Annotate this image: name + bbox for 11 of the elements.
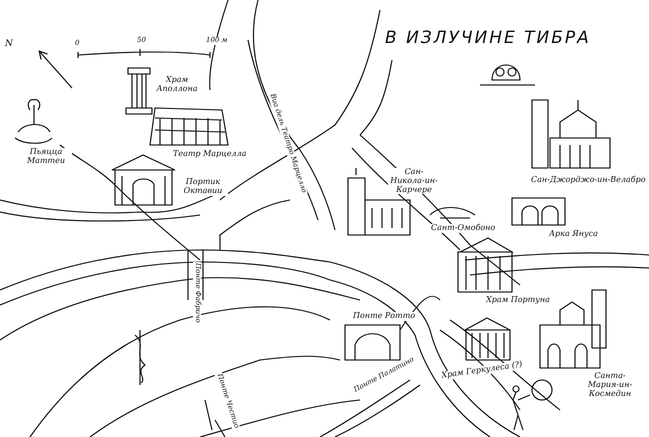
- place-label: Санта-Мария-ин-Космедин: [585, 372, 635, 398]
- place-label: Театр Марцелла: [172, 150, 248, 159]
- place-label: Сант-Омобоно: [430, 224, 496, 233]
- map-title: В ИЗЛУЧИНЕ ТИБРА: [385, 28, 591, 48]
- place-label: Сан-Никола-ин-Карчере: [388, 168, 440, 194]
- place-label: Храм Аполлона: [155, 76, 199, 94]
- place-label: Храм Геркулеса (?): [440, 360, 524, 381]
- place-label: Храм Портуна: [485, 296, 551, 305]
- place-label: Арка Януса: [548, 230, 599, 239]
- place-label: Понте Ротто: [352, 312, 416, 321]
- place-label: Сан-Джорджо-ин-Велабро: [530, 176, 647, 185]
